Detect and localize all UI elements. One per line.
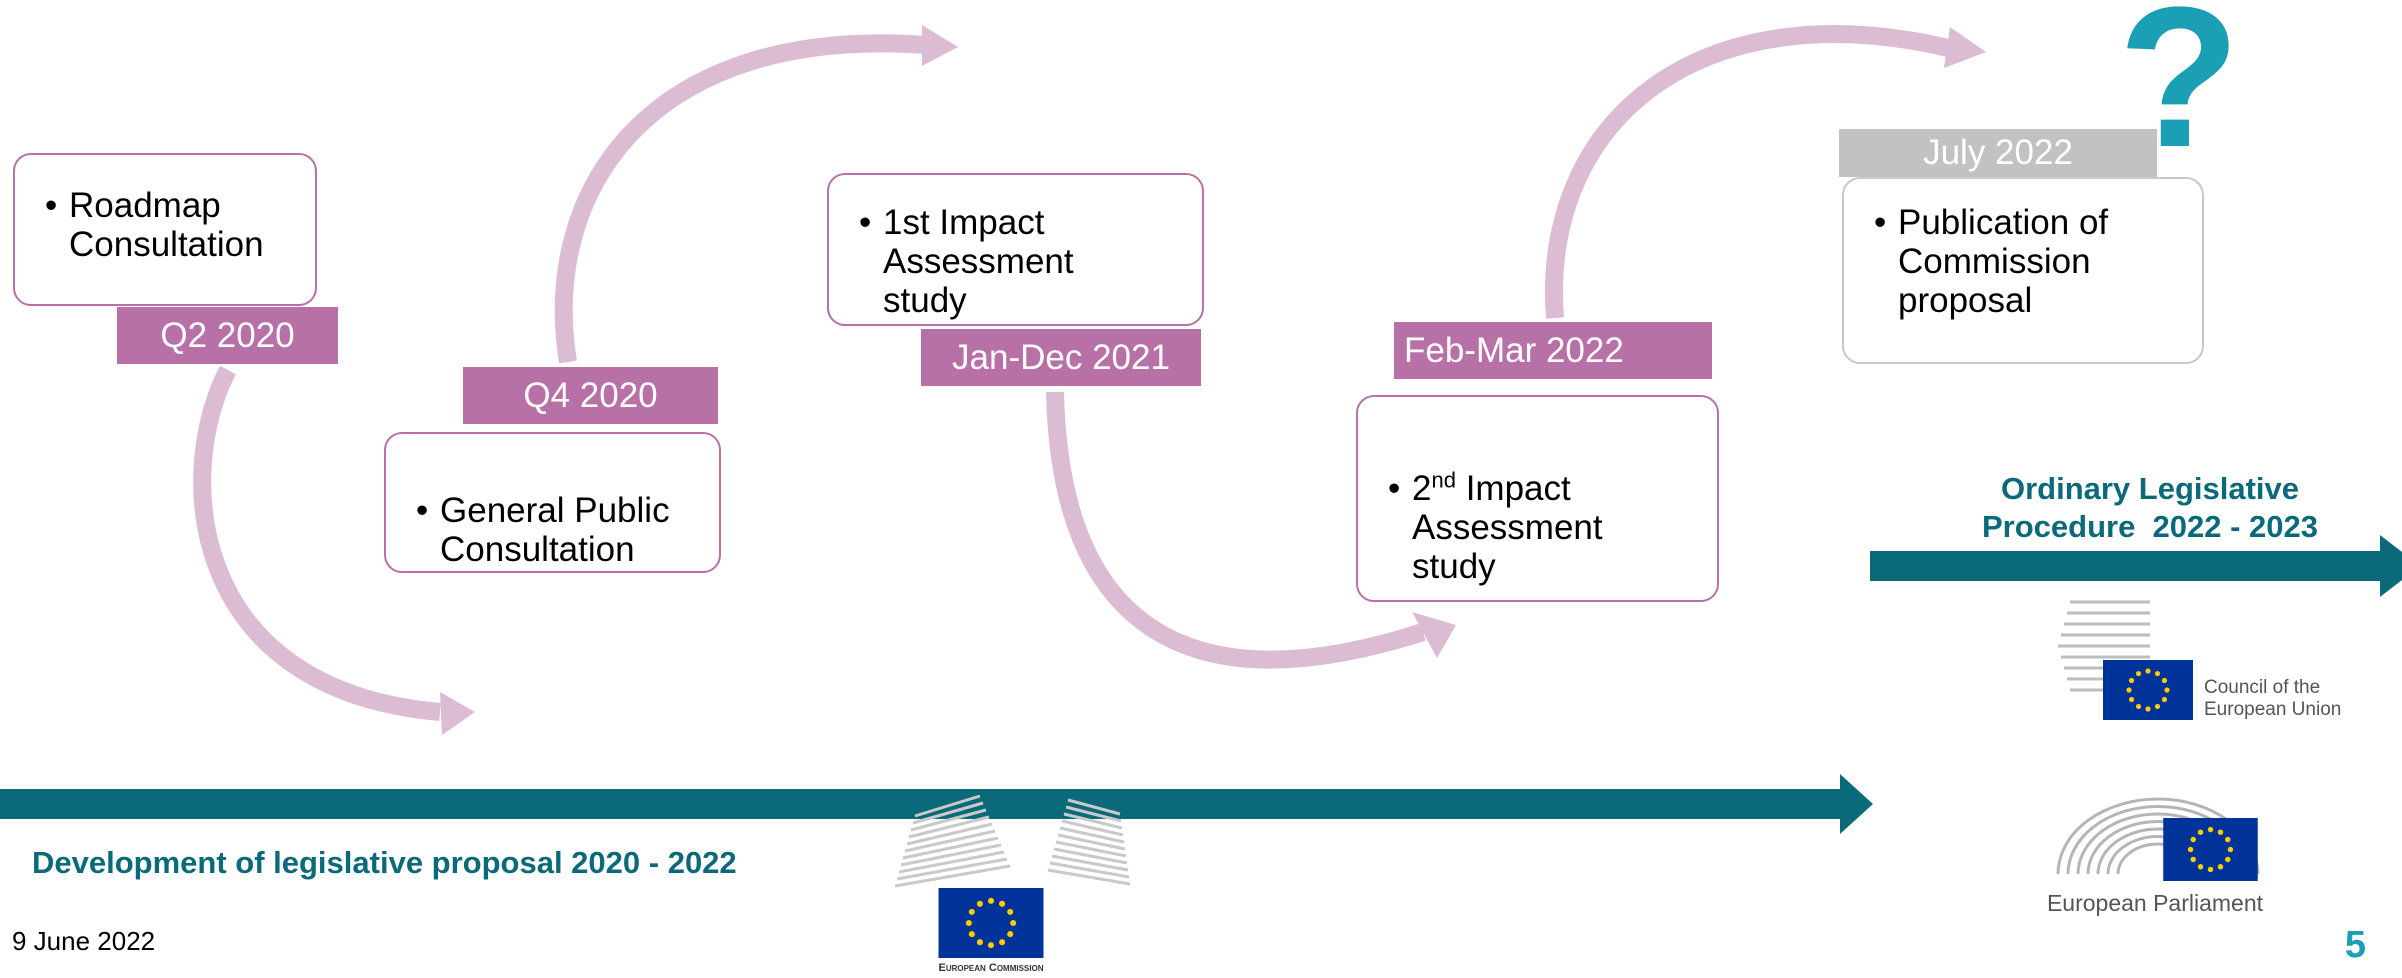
date-label: Feb-Mar 2022 [1394,322,1712,379]
ordinary-procedure-label: Ordinary Legislative Procedure 2022 - 20… [1900,470,2400,546]
step-publication-commission-proposal: • Publication of Commission proposal [1842,177,2204,364]
bullet: • [859,203,872,242]
step-text: 1st Impact Assessment study [883,203,1074,320]
date-label: Q4 2020 [463,367,718,424]
step-ordinal-suffix: nd [1431,467,1456,493]
date-label: July 2022 [1839,129,2157,177]
council-logo-text: Council of the European Union [2204,677,2341,721]
bullet: • [45,186,58,225]
step-first-impact-assessment: • 1st Impact Assessment study [827,173,1204,326]
step-ordinal: 2 [1412,469,1432,508]
step-general-public-consultation: • General Public Consultation [384,432,721,573]
arrow-head [1412,612,1456,658]
development-stage-label: Development of legislative proposal 2020… [32,845,737,880]
curved-arrow-icon [193,365,441,721]
bullet: • [1388,469,1401,508]
date-label: Q2 2020 [117,307,338,364]
arrow-head [1944,27,1986,68]
footer-date: 9 June 2022 [12,926,156,956]
bullet: • [1874,203,1887,242]
european-commission-logo [894,794,1131,958]
commission-logo-text: European Commission [938,962,1044,974]
step-text: General Public Consultation [440,491,670,569]
step-roadmap-consultation: • Roadmap Consultation [13,153,317,306]
parliament-logo-text: European Parliament [2046,890,2264,916]
bullet: • [416,491,429,530]
question-mark-icon: ? [2118,0,2241,189]
council-logo [2058,600,2193,720]
step-text: Roadmap Consultation [69,186,264,264]
parliament-logo [2056,797,2260,881]
ordinary-procedure-arrow [1870,535,2402,597]
development-stage-arrow [0,774,1873,834]
arrow-head [922,25,958,66]
date-label: Jan-Dec 2021 [921,329,1201,386]
ordinary-procedure-line2: Procedure 2022 - 2023 [1981,509,2319,544]
step-text: Publication of Commission proposal [1898,203,2109,320]
page-number: 5 [2344,924,2366,966]
curved-arrow-icon [1545,25,1951,319]
arrow-head [440,692,475,735]
council-line1: Council of the [2204,677,2321,698]
curved-arrow-icon [1046,391,1426,669]
ordinary-procedure-line1: Ordinary Legislative [2000,471,2300,506]
council-line2: European Union [2204,699,2342,720]
curved-arrow-icon [554,34,926,364]
step-text: Impact Assessment study [1412,469,1603,586]
step-second-impact-assessment: • 2nd Impact Assessment study [1356,395,1719,602]
